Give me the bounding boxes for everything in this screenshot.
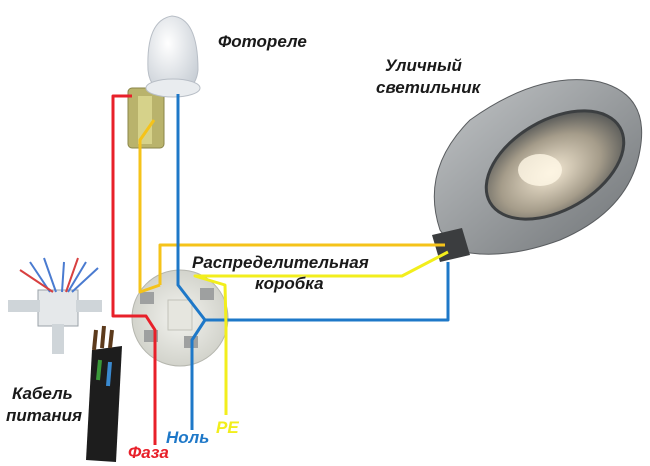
street-lamp-label-line2: светильник <box>376 78 481 97</box>
pe-label: PE <box>216 418 239 437</box>
junction-box-label-line2: коробка <box>255 274 324 293</box>
relay-output-wire <box>138 119 161 294</box>
lamp-phase-wire <box>158 243 445 285</box>
neutral-label: Ноль <box>166 428 210 447</box>
street-lamp-label-line1: Уличный <box>385 56 462 75</box>
power-cable-label-line2: питания <box>6 406 83 425</box>
street-lamp-device <box>432 79 643 262</box>
neutral-feed-wire <box>190 319 207 430</box>
junction-box-label-line1: Распределительная <box>192 253 369 272</box>
photorelay-label: Фотореле <box>218 32 307 51</box>
pe-wire <box>193 250 449 415</box>
photorelay-device <box>127 15 201 149</box>
phase-label: Фаза <box>128 443 169 462</box>
power-cable-device <box>86 325 122 462</box>
cable-splice-device <box>8 257 102 354</box>
phase-wire <box>111 94 157 445</box>
power-cable-label-line1: Кабель <box>12 384 73 403</box>
